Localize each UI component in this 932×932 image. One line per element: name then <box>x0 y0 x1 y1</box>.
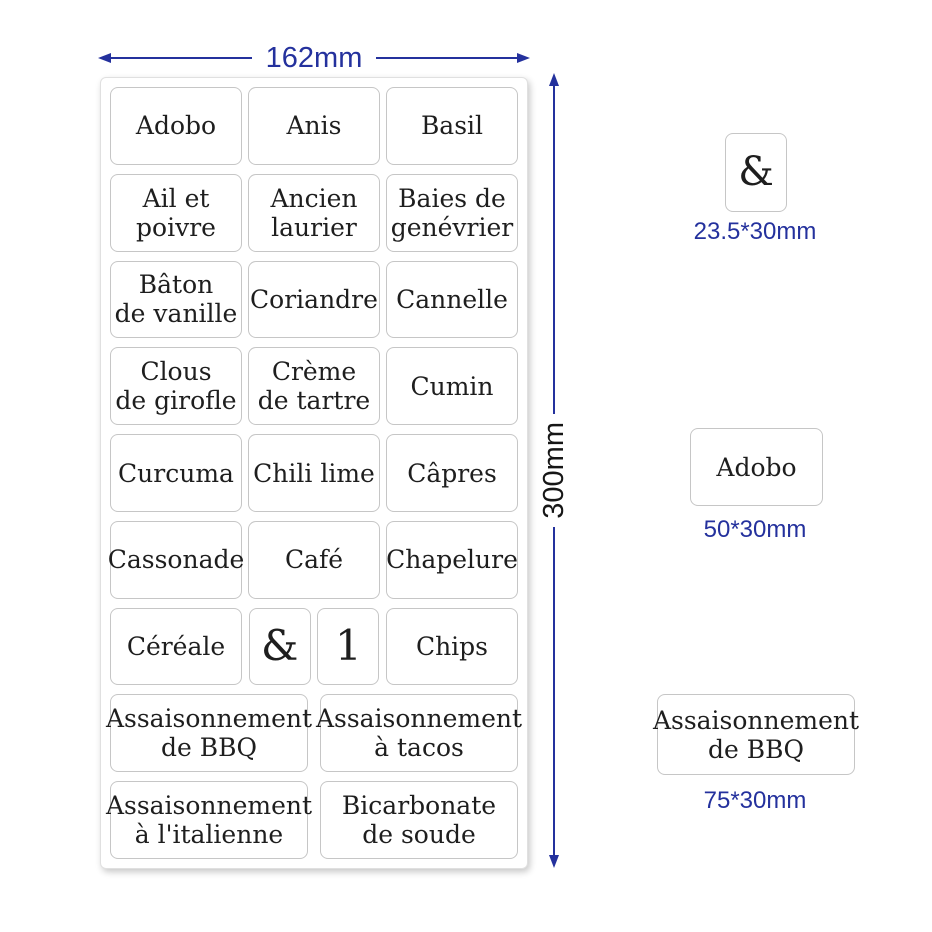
label-text-line: de girofle <box>115 386 237 416</box>
sample-size-small: 23.5*30mm <box>693 218 817 245</box>
label-cell: Chapelure <box>386 520 518 599</box>
label-row: Céréale &1 Chips <box>110 607 518 686</box>
sample-size-wide: 75*30mm <box>703 787 807 814</box>
dimension-line <box>111 57 252 59</box>
label-text-line: Basil <box>420 111 484 141</box>
label-cell: Chili lime <box>248 434 380 512</box>
arrow-left-icon <box>98 53 111 63</box>
label-text-line: Bicarbonate <box>341 791 497 821</box>
label-text-line: Adobo <box>716 452 797 482</box>
label-cell: Anis <box>248 87 380 165</box>
arrow-down-icon <box>549 855 559 869</box>
label-text-line: de vanille <box>114 299 238 329</box>
dimension-line <box>376 57 518 59</box>
arrow-up-icon <box>549 73 559 86</box>
label-text-line: à tacos <box>374 733 464 763</box>
label-text-line: Ancien <box>270 183 358 213</box>
label-cell: & <box>248 607 311 686</box>
height-dimension-label: 300mm <box>537 422 570 519</box>
sample-size-medium: 50*30mm <box>703 516 807 543</box>
label-cell: Adobo <box>110 87 242 165</box>
label-text-line: Assaisonnement <box>652 705 860 735</box>
sample-label-medium: Adobo <box>690 428 823 506</box>
height-dimension: 300mm <box>538 73 570 869</box>
label-text-line: Chapelure <box>386 545 518 575</box>
label-text-line: Assaisonnement <box>105 791 313 821</box>
label-row: Curcuma Chili lime Câpres <box>110 434 518 512</box>
label-text-line: & <box>738 149 774 196</box>
label-text-line: 1 <box>334 621 362 671</box>
width-dimension: 162mm <box>98 41 531 74</box>
label-text-line: Chips <box>415 632 488 662</box>
label-text-line: Crème <box>271 357 357 387</box>
label-text-line: Cumin <box>410 371 494 401</box>
label-cell: Cannelle <box>386 260 518 339</box>
label-text-line: poivre <box>136 212 216 242</box>
label-row: Cassonade Café Chapelure <box>107 520 518 599</box>
label-text-line: Adobo <box>135 111 217 141</box>
label-text-line: Câpres <box>407 458 497 488</box>
label-cell: Céréale <box>110 607 242 686</box>
label-text-line: Chili lime <box>253 458 375 488</box>
label-text-line: Anis <box>286 111 342 141</box>
dimension-line <box>553 86 555 415</box>
label-cell: Curcuma <box>110 434 242 512</box>
label-cell: Cumin <box>386 347 518 426</box>
label-cell: Chips <box>385 607 518 686</box>
label-text-line: Assaisonnement <box>315 704 523 734</box>
label-text-line: Curcuma <box>118 458 234 488</box>
label-text-line: genévrier <box>390 212 514 242</box>
label-text-line: Assaisonnement <box>105 704 313 734</box>
label-text-line: Bâton <box>138 270 214 300</box>
label-text-line: Cassonade <box>107 545 245 575</box>
label-text-line: de BBQ <box>161 733 257 763</box>
label-text-line: Céréale <box>126 632 226 662</box>
sample-label-small: & <box>725 133 787 212</box>
label-text-line: Ail et <box>142 183 210 213</box>
width-dimension-label: 162mm <box>265 41 363 74</box>
label-cell: Câpres <box>386 434 518 512</box>
label-text-line: laurier <box>271 212 357 242</box>
label-text-line: & <box>260 621 299 671</box>
label-text-line: à l'italienne <box>134 820 284 850</box>
label-row: Adobo Anis Basil <box>110 87 518 165</box>
label-text-line: Baies de <box>398 183 506 213</box>
label-text-line: Coriandre <box>250 284 378 314</box>
label-text-line: de soude <box>362 820 476 850</box>
label-text-line: de tartre <box>257 386 371 416</box>
label-cell: Café <box>248 520 380 599</box>
label-text-line: Café <box>284 545 344 575</box>
label-cell: Coriandre <box>248 260 380 339</box>
label-text-line: Clous <box>140 357 212 387</box>
dimension-line <box>553 526 555 856</box>
label-cell: Cassonade <box>107 520 245 599</box>
label-text-line: Cannelle <box>396 284 508 314</box>
label-cell: 1 <box>317 607 380 686</box>
label-cell: Basil <box>386 87 518 165</box>
label-text-line: de BBQ <box>708 734 804 764</box>
arrow-right-icon <box>517 53 531 63</box>
